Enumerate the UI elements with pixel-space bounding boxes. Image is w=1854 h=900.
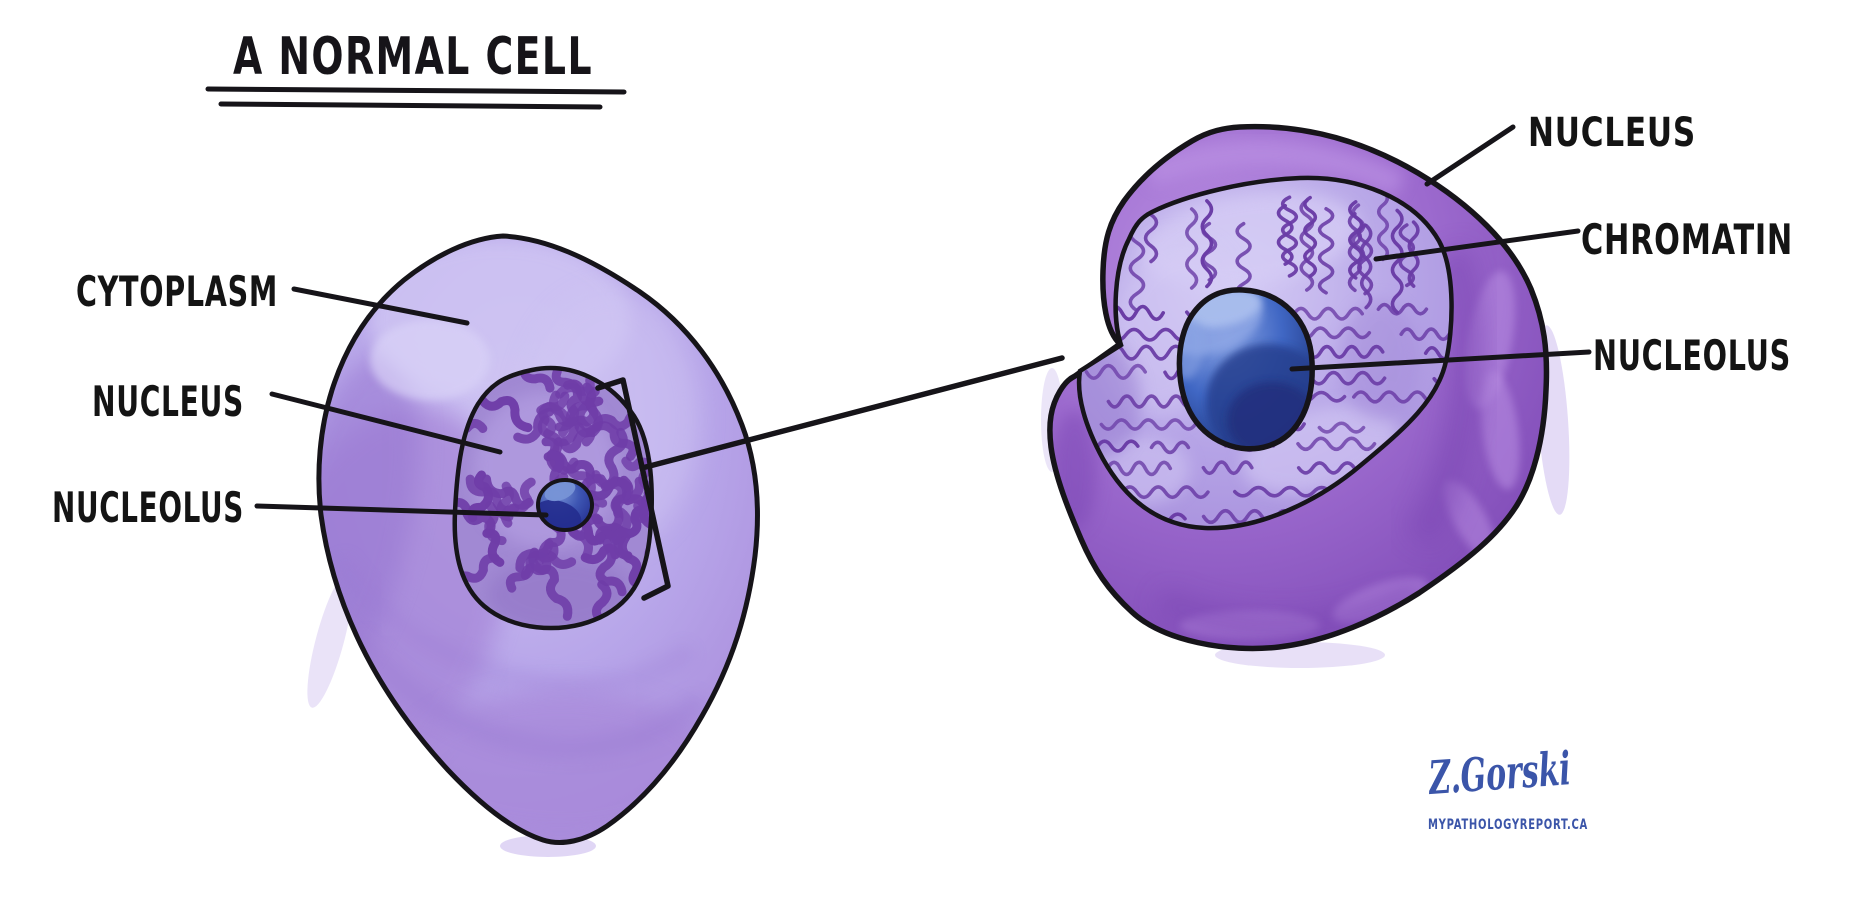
diagram-title: A NORMAL CELL bbox=[205, 27, 627, 110]
bracket bbox=[595, 377, 671, 601]
left-cell-membrane-outline bbox=[316, 233, 760, 845]
magnification-bracket bbox=[595, 355, 1065, 601]
leader-right-nucleus bbox=[1424, 124, 1516, 187]
title-underline-2 bbox=[218, 101, 603, 110]
right-cell bbox=[1047, 123, 1550, 652]
left-nucleus-outline bbox=[452, 365, 654, 631]
right-nucleus-outline bbox=[1076, 175, 1454, 531]
label-left-nucleus: NUCLEUS bbox=[92, 377, 244, 426]
title-underline-1 bbox=[205, 86, 627, 95]
right-cell-outline bbox=[1047, 123, 1550, 652]
right-nucleus bbox=[1076, 175, 1454, 531]
right-cell-rim-shading bbox=[1053, 140, 1520, 641]
label-chromatin: CHROMATIN bbox=[1581, 215, 1793, 264]
leader-cytoplasm bbox=[291, 286, 470, 326]
labels: CYTOPLASM NUCLEUS NUCLEOLUS NUCLEUS CHRO… bbox=[52, 110, 1793, 532]
left-nucleolus bbox=[536, 478, 594, 532]
leader-right-nucleolus bbox=[1289, 349, 1592, 372]
label-right-nucleus: NUCLEUS bbox=[1528, 110, 1696, 156]
artist-signature: Z.Gorski MYPATHOLOGYREPORT.CA bbox=[1426, 741, 1588, 833]
connector-line bbox=[639, 355, 1065, 471]
leader-left-nucleus bbox=[269, 391, 503, 455]
signature-artist: Z.Gorski bbox=[1426, 741, 1573, 805]
leader-chromatin bbox=[1373, 228, 1581, 262]
label-left-nucleolus: NUCLEOLUS bbox=[52, 483, 244, 532]
leader-left-nucleolus bbox=[254, 503, 549, 518]
label-right-nucleolus: NUCLEOLUS bbox=[1593, 331, 1791, 380]
leader-lines bbox=[254, 124, 1592, 518]
label-cytoplasm: CYTOPLASM bbox=[76, 267, 278, 316]
page-title: A NORMAL CELL bbox=[233, 27, 593, 87]
left-cell bbox=[316, 233, 760, 845]
signature-website: MYPATHOLOGYREPORT.CA bbox=[1428, 817, 1588, 833]
